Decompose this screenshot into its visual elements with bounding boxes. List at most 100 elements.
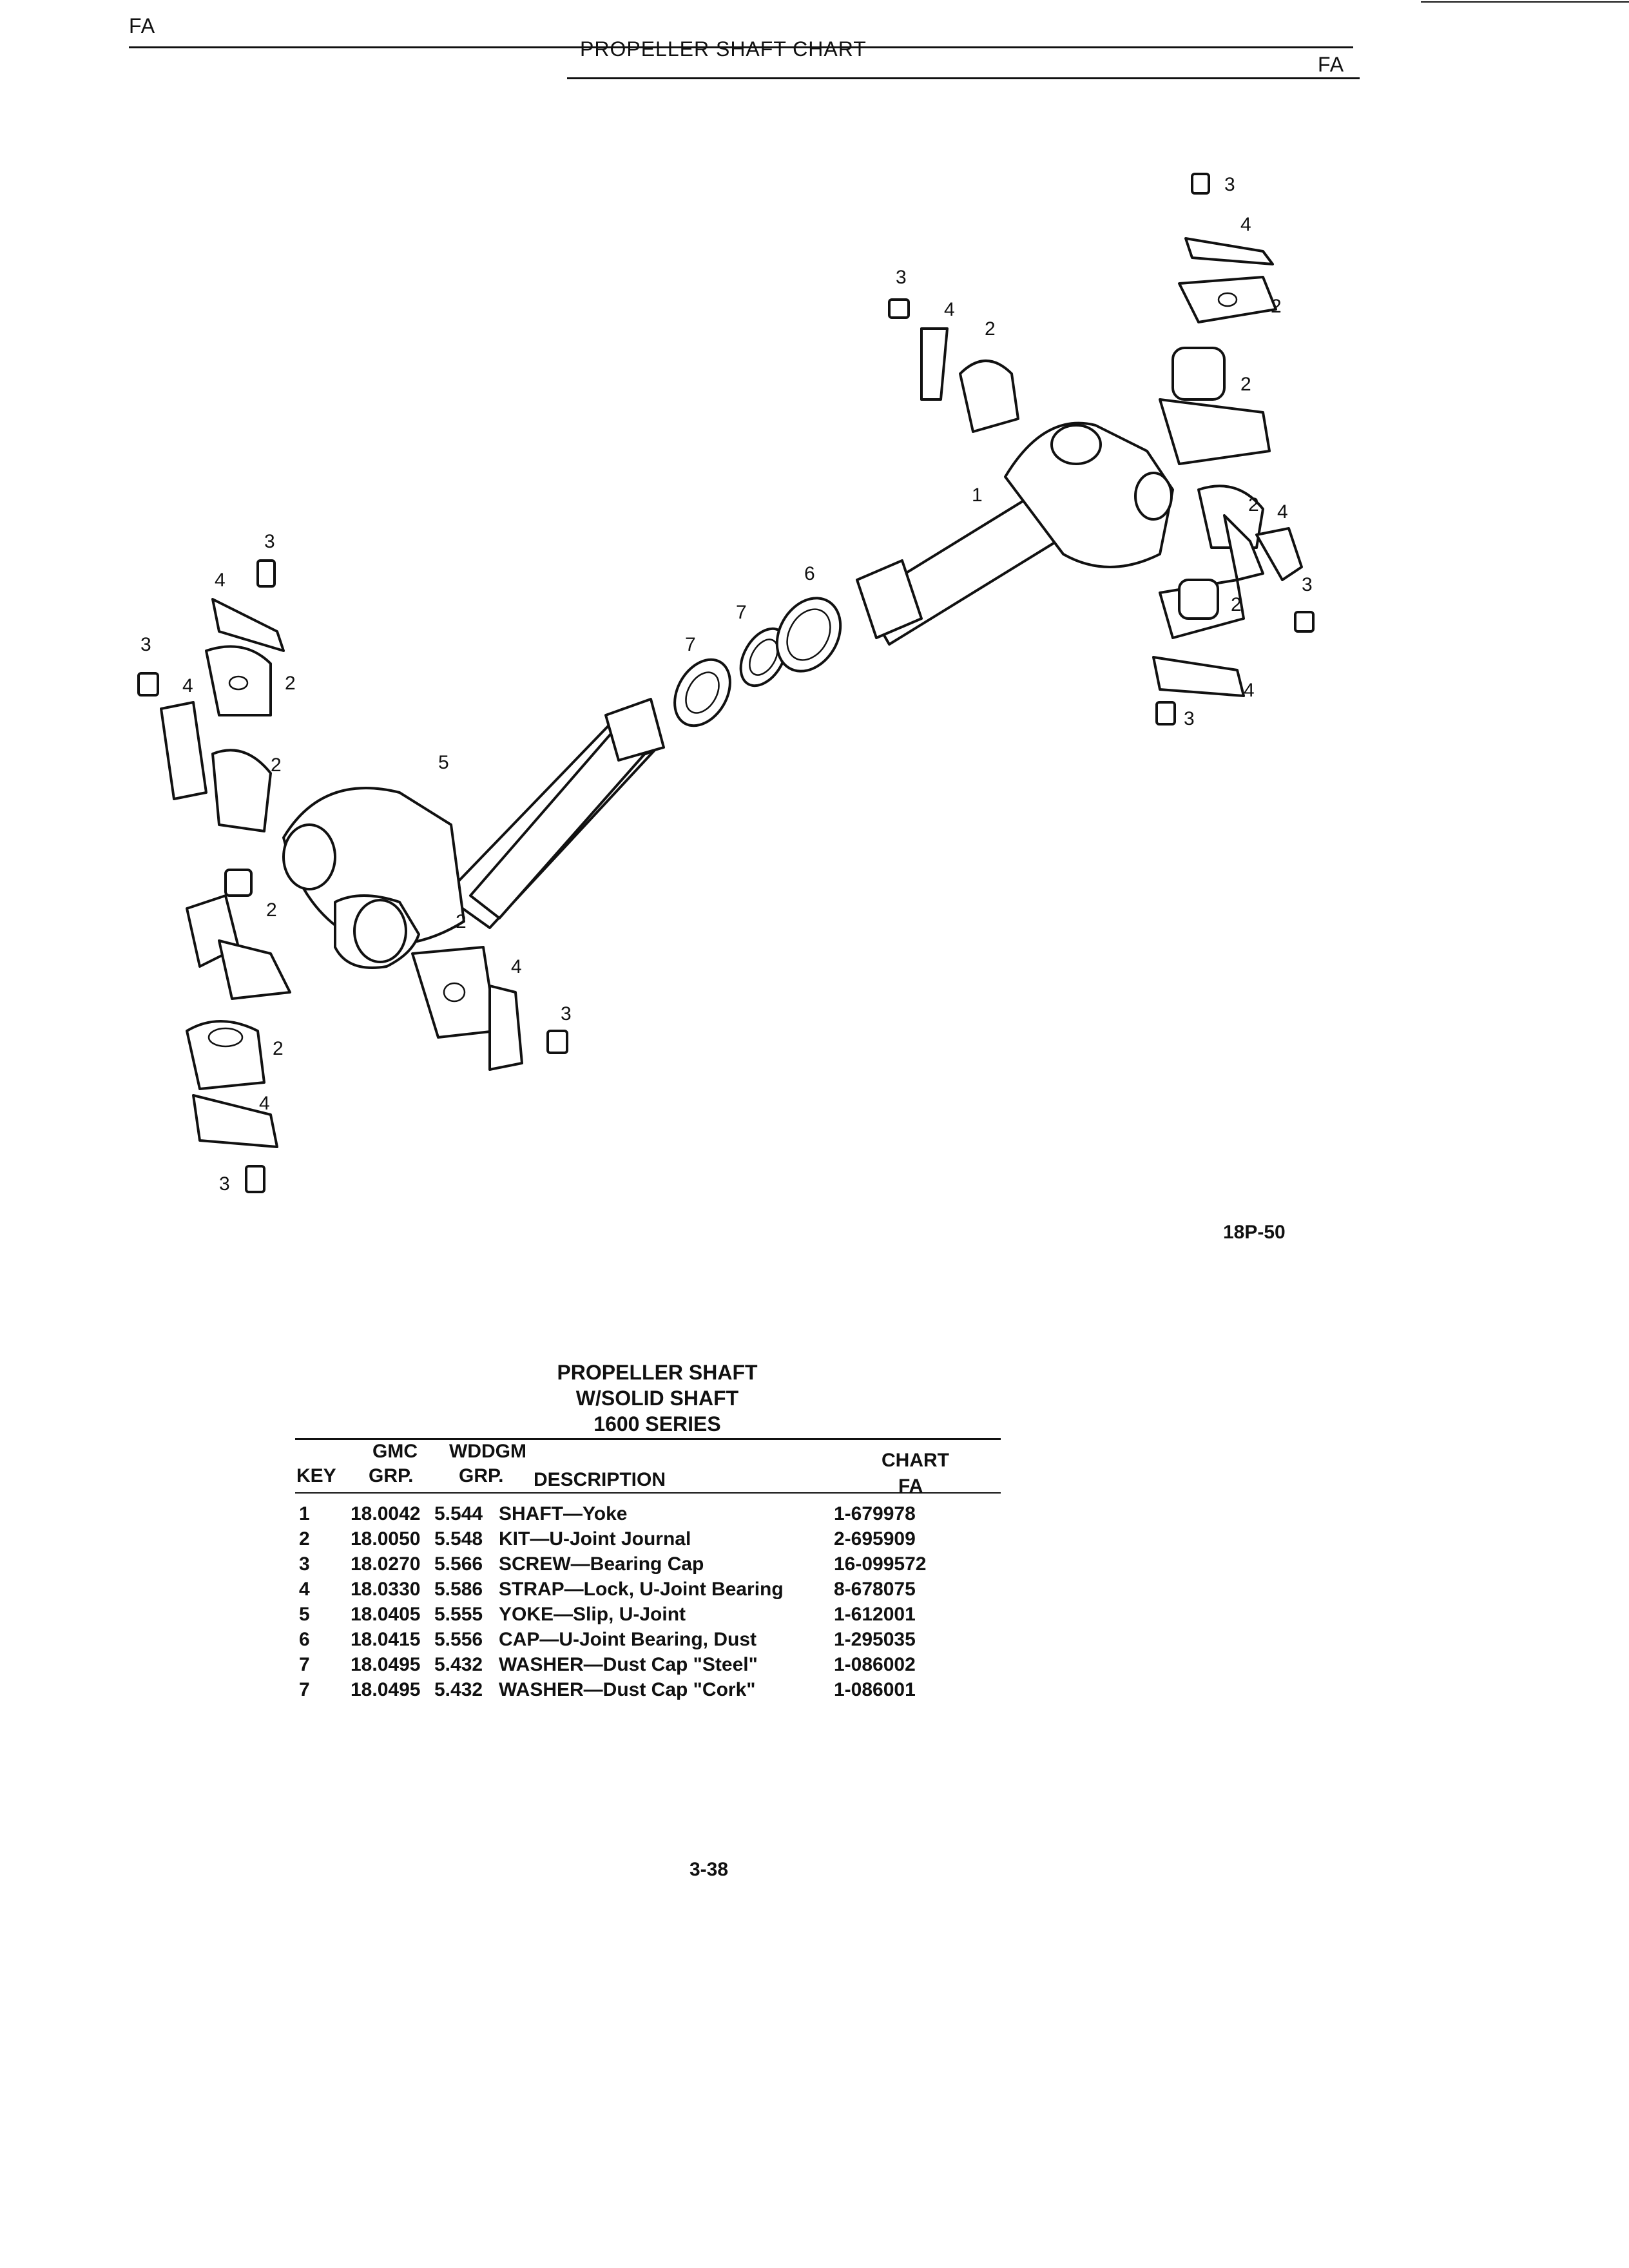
- header-wddgm: WDDGM: [449, 1441, 526, 1462]
- shaft-yoke: [856, 421, 1174, 646]
- callout-2-right-journal: 2: [1240, 374, 1251, 395]
- cell-description: WASHER—Dust Cap "Steel": [499, 1653, 758, 1675]
- callout-4-right-lower: 4: [1244, 680, 1255, 701]
- table-row: 5 18.0405 5.555 YOKE—Slip, U-Joint 1-612…: [295, 1602, 963, 1627]
- cell-key: 7: [299, 1678, 310, 1700]
- cell-wddgm: 5.432: [434, 1678, 483, 1700]
- callout-3-left-mid: 3: [140, 634, 151, 655]
- callout-3-bottom-center: 3: [561, 1003, 572, 1024]
- callout-2-left-cap: 2: [271, 754, 282, 776]
- cell-chart: 1-612001: [834, 1603, 916, 1625]
- cell-wddgm: 5.555: [434, 1603, 483, 1625]
- callout-4-left-mid: 4: [182, 675, 193, 697]
- callout-5: 5: [438, 752, 449, 773]
- header-description: DESCRIPTION: [534, 1469, 666, 1490]
- top-center-ujoint-parts: [888, 298, 1019, 433]
- table-title-line-1: PROPELLER SHAFT: [557, 1361, 758, 1384]
- callout-3-left-bottom: 3: [219, 1173, 230, 1195]
- dust-washers: [673, 627, 788, 727]
- callout-3-right-lower: 3: [1184, 708, 1195, 729]
- cell-wddgm: 5.586: [434, 1578, 483, 1600]
- callout-4-top-center: 4: [944, 299, 955, 320]
- cell-gmc: 18.0405: [351, 1603, 421, 1625]
- header-gmc: GMC: [372, 1441, 418, 1462]
- callout-3-left-top: 3: [264, 531, 275, 552]
- cell-gmc: 18.0415: [351, 1628, 421, 1650]
- slip-yoke-shaft: [282, 698, 665, 969]
- cell-key: 4: [299, 1578, 310, 1600]
- cell-chart: 16-099572: [834, 1553, 927, 1575]
- page-title: PROPELLER SHAFT CHART: [580, 37, 867, 61]
- callout-7-steel: 7: [736, 602, 747, 623]
- cell-key: 5: [299, 1603, 310, 1625]
- parts-table: 1 18.0042 5.544 SHAFT—Yoke 1-679978 2 18…: [295, 1501, 963, 1702]
- table-row: 7 18.0495 5.432 WASHER—Dust Cap "Steel" …: [295, 1652, 963, 1677]
- callout-3-top-center: 3: [896, 267, 907, 288]
- left-ujoint-parts: [137, 559, 291, 1193]
- callout-6: 6: [804, 563, 815, 584]
- callout-4-right-mid: 4: [1277, 501, 1288, 523]
- cell-wddgm: 5.544: [434, 1503, 483, 1524]
- header-right-code: FA: [1318, 53, 1345, 76]
- cell-description: KIT—U-Joint Journal: [499, 1528, 691, 1550]
- callout-2-right-lower: 2: [1231, 594, 1242, 615]
- cell-gmc: 18.0495: [351, 1678, 421, 1700]
- cell-gmc: 18.0050: [351, 1528, 421, 1550]
- callout-2-left-bottom: 2: [273, 1038, 284, 1059]
- cell-chart: 1-086001: [834, 1678, 916, 1700]
- cell-gmc: 18.0042: [351, 1503, 421, 1524]
- right-ujoint-parts: [1152, 173, 1315, 726]
- table-row: 7 18.0495 5.432 WASHER—Dust Cap "Cork" 1…: [295, 1677, 963, 1702]
- callout-7-cork: 7: [685, 634, 696, 655]
- table-row: 1 18.0042 5.544 SHAFT—Yoke 1-679978: [295, 1501, 963, 1526]
- cell-description: WASHER—Dust Cap "Cork": [499, 1678, 756, 1700]
- cell-chart: 8-678075: [834, 1578, 916, 1600]
- cell-gmc: 18.0495: [351, 1653, 421, 1675]
- cell-wddgm: 5.566: [434, 1553, 483, 1575]
- header-rule-bottom: [567, 77, 1360, 79]
- cell-key: 3: [299, 1553, 310, 1575]
- callout-2-bottom-center: 2: [456, 911, 467, 932]
- table-title-line-2: W/SOLID SHAFT: [575, 1387, 739, 1410]
- page-number: 3-38: [689, 1859, 729, 1880]
- cell-gmc: 18.0330: [351, 1578, 421, 1600]
- header-chart: CHART: [882, 1450, 949, 1471]
- callout-4-bottom-center: 4: [511, 956, 522, 977]
- callout-3-right-mid: 3: [1302, 574, 1313, 595]
- cell-wddgm: 5.432: [434, 1653, 483, 1675]
- callout-4-right-top: 4: [1240, 214, 1251, 235]
- callout-1: 1: [972, 485, 983, 506]
- corner-mark: [1421, 1, 1629, 3]
- dust-cap: [775, 597, 842, 673]
- cell-chart: 1-086002: [834, 1653, 916, 1675]
- callout-2-left-top: 2: [285, 673, 296, 694]
- header-left-code: FA: [129, 14, 156, 37]
- cell-description: CAP—U-Joint Bearing, Dust: [499, 1628, 757, 1650]
- table-row: 2 18.0050 5.548 KIT—U-Joint Journal 2-69…: [295, 1526, 963, 1552]
- callout-2-left-journal: 2: [266, 899, 277, 921]
- figure-id: 18P-50: [1223, 1222, 1286, 1243]
- cell-key: 2: [299, 1528, 310, 1550]
- callout-2-right-cap: 2: [1248, 494, 1259, 515]
- callout-4-left-bottom: 4: [259, 1093, 270, 1114]
- cell-description: SHAFT—Yoke: [499, 1503, 628, 1524]
- cell-wddgm: 5.556: [434, 1628, 483, 1650]
- header-chart-fa: FA: [898, 1475, 923, 1497]
- callout-4-left-top: 4: [215, 570, 226, 591]
- table-top-rule: [295, 1438, 1001, 1440]
- table-row: 6 18.0415 5.556 CAP—U-Joint Bearing, Dus…: [295, 1627, 963, 1652]
- cell-description: SCREW—Bearing Cap: [499, 1553, 704, 1575]
- cell-description: STRAP—Lock, U-Joint Bearing: [499, 1578, 784, 1600]
- callout-2-top-center: 2: [985, 318, 996, 340]
- cell-key: 6: [299, 1628, 310, 1650]
- table-row: 3 18.0270 5.566 SCREW—Bearing Cap 16-099…: [295, 1552, 963, 1577]
- table-row: 4 18.0330 5.586 STRAP—Lock, U-Joint Bear…: [295, 1577, 963, 1602]
- cell-wddgm: 5.548: [434, 1528, 483, 1550]
- header-key: KEY: [296, 1465, 336, 1486]
- callout-2-right-top: 2: [1271, 296, 1282, 317]
- header-gmc-grp: GRP.: [369, 1465, 414, 1486]
- cell-chart: 1-295035: [834, 1628, 916, 1650]
- cell-chart: 1-679978: [834, 1503, 916, 1524]
- bottom-center-ujoint-parts: [411, 946, 568, 1071]
- table-title-line-3: 1600 SERIES: [593, 1412, 721, 1436]
